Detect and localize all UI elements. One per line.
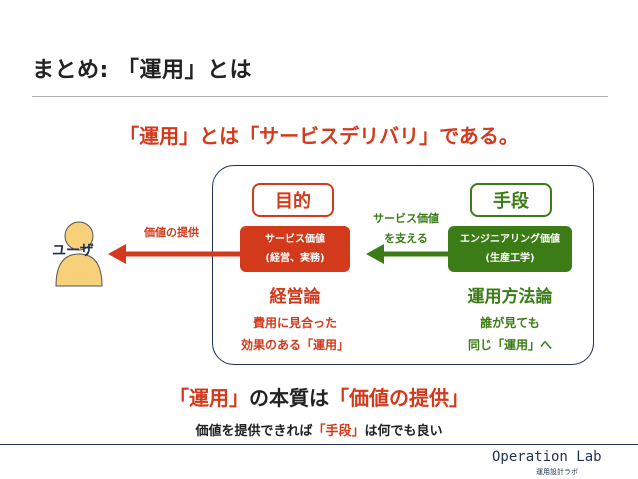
operation-methodology: 運用方法論 (467, 287, 553, 307)
purpose-desc-line1: 費用に見合った (252, 316, 337, 330)
headline: 「運用」とは「サービスデリバリ」である。 (119, 124, 519, 148)
means-desc-line2: 同じ「運用」へ (467, 338, 552, 352)
engineering-value-line2: (生産工学) (485, 253, 535, 264)
support-label-line1: サービス価値 (373, 212, 439, 225)
means-description: 誰が見ても 同じ「運用」へ (440, 312, 580, 356)
means-tag: 手段 (470, 183, 552, 217)
service-value-line2: (経営、実務) (265, 253, 325, 264)
purpose-desc-line2: 効果のある「運用」 (240, 338, 349, 352)
summary-statement: 「運用」の本質は「価値の提供」 (0, 382, 638, 411)
service-value-line1: サービス価値 (265, 234, 325, 245)
summary-part1: 「運用」 (169, 386, 249, 410)
purpose-description: 費用に見合った 効果のある「運用」 (222, 312, 368, 356)
engineering-value-box: エンジニアリング価値 (生産工学) (448, 226, 572, 272)
support-label: サービス価値 を支える (366, 209, 446, 249)
value-delivery-label: 価値の提供 (144, 226, 199, 239)
diagram-frame (212, 165, 594, 365)
sub-part2: 「手段」 (312, 424, 365, 439)
slide-title: まとめ: 「運用」とは (32, 58, 252, 83)
user-icon (55, 221, 103, 287)
management-theory: 経営論 (269, 287, 321, 307)
support-arrow (366, 244, 448, 264)
title-divider (32, 96, 608, 97)
service-value-box: サービス価値 (経営、実務) (240, 226, 350, 272)
sub-part3: は何でも良い (364, 424, 443, 439)
user-label: ユーザ (52, 243, 94, 259)
brand-subtitle: 運用設計ラボ (536, 468, 578, 476)
summary-part2: の本質は (249, 386, 329, 410)
value-delivery-arrow (108, 244, 240, 264)
brand-name: Operation Lab (492, 449, 602, 465)
summary-part3: 「価値の提供」 (329, 386, 469, 410)
sub-part1: 価値を提供できれば (195, 424, 313, 439)
purpose-tag: 目的 (252, 183, 334, 217)
summary-subtext: 価値を提供できれば「手段」は何でも良い (0, 420, 638, 439)
support-label-line2: を支える (384, 232, 428, 245)
footer-divider (0, 444, 638, 445)
means-desc-line1: 誰が見ても (480, 316, 540, 330)
engineering-value-line1: エンジニアリング価値 (460, 234, 560, 245)
